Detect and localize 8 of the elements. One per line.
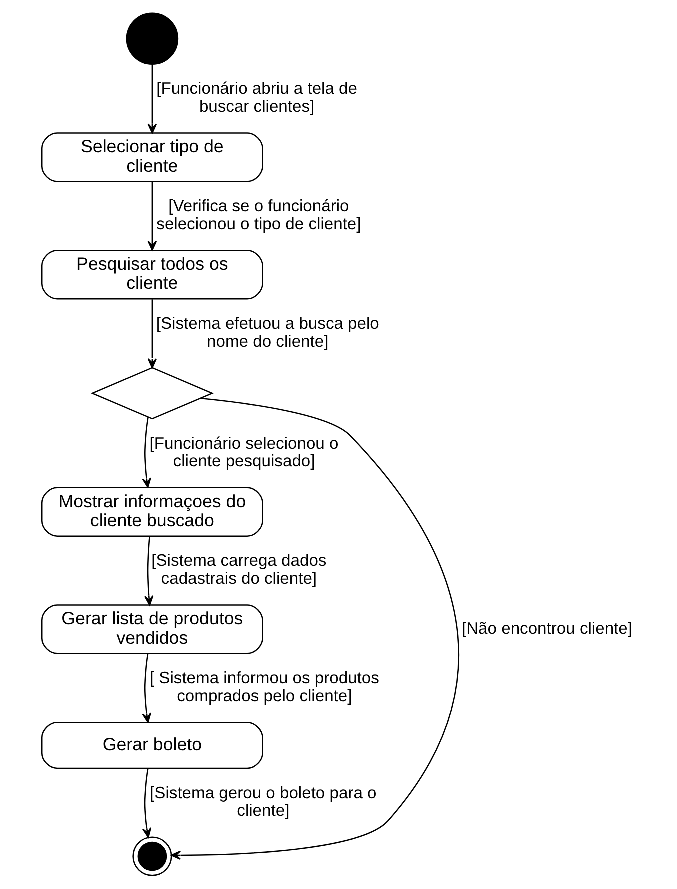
edge-label: [ Sistema informou os produtos comprados pelo cliente] <box>149 668 379 706</box>
edge-label: [Não encontrou cliente] <box>461 618 632 638</box>
edge-label: [Funcionário selecionou o cliente pesquisado] <box>149 434 338 471</box>
edge-label: [Sistema efetuou a busca pelo nome do cliente] <box>156 314 379 351</box>
edge-label: [Funcionário abriu a tela de buscar clientes] <box>156 79 357 116</box>
edge-label: [Sistema carrega dados cadastrais do cliente] <box>151 551 326 588</box>
edge-label: [Verifica se o funcionário selecionou o tipo de cliente] <box>156 196 361 234</box>
edge-label: [Sistema gerou o boleto para o cliente] <box>150 783 376 820</box>
